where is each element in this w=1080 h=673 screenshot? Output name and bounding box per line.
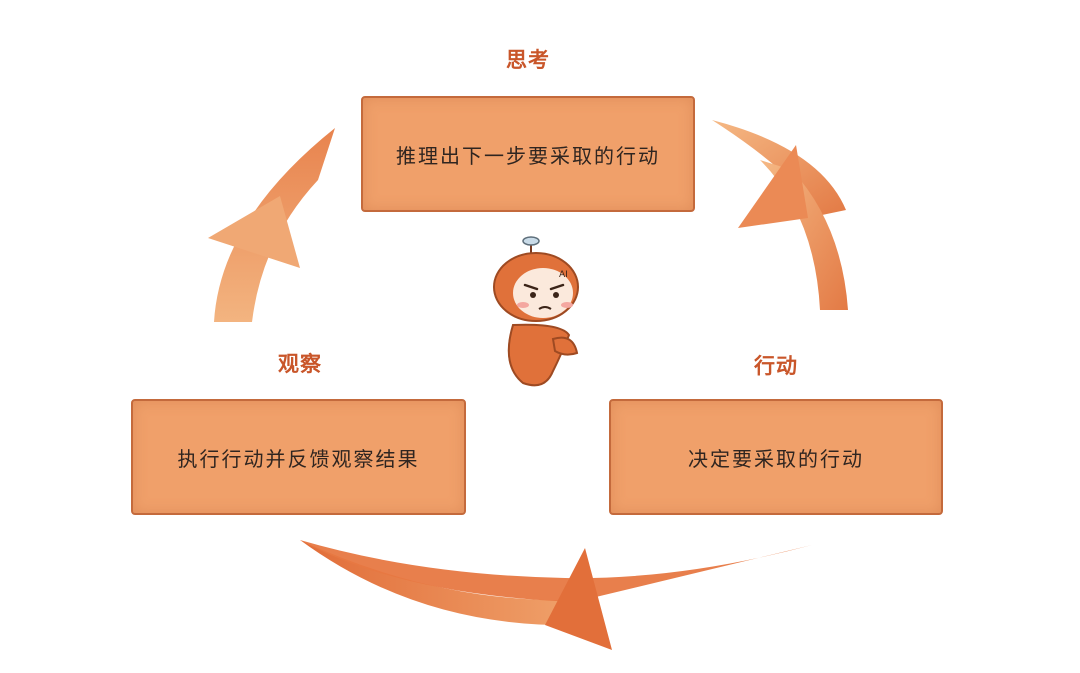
arrow-act-to-observe [300, 540, 812, 650]
mascot-badge-text: AI [559, 270, 568, 280]
act-stage-title: 行动 [754, 354, 798, 378]
act-stage-description: 决定要采取的行动 [688, 446, 864, 471]
robot-mascot-icon: AI [493, 236, 579, 387]
arrow-think-to-act [712, 120, 848, 310]
think-stage-description: 推理出下一步要采取的行动 [396, 143, 660, 168]
arrow-observe-to-think [208, 128, 335, 322]
act-stage-box: 决定要采取的行动 [609, 399, 943, 515]
think-stage-title: 思考 [506, 48, 550, 72]
observe-stage-title: 观察 [278, 352, 322, 376]
observe-stage-box: 执行行动并反馈观察结果 [131, 399, 466, 515]
think-stage-box: 推理出下一步要采取的行动 [361, 96, 695, 212]
observe-stage-description: 执行行动并反馈观察结果 [177, 446, 420, 471]
